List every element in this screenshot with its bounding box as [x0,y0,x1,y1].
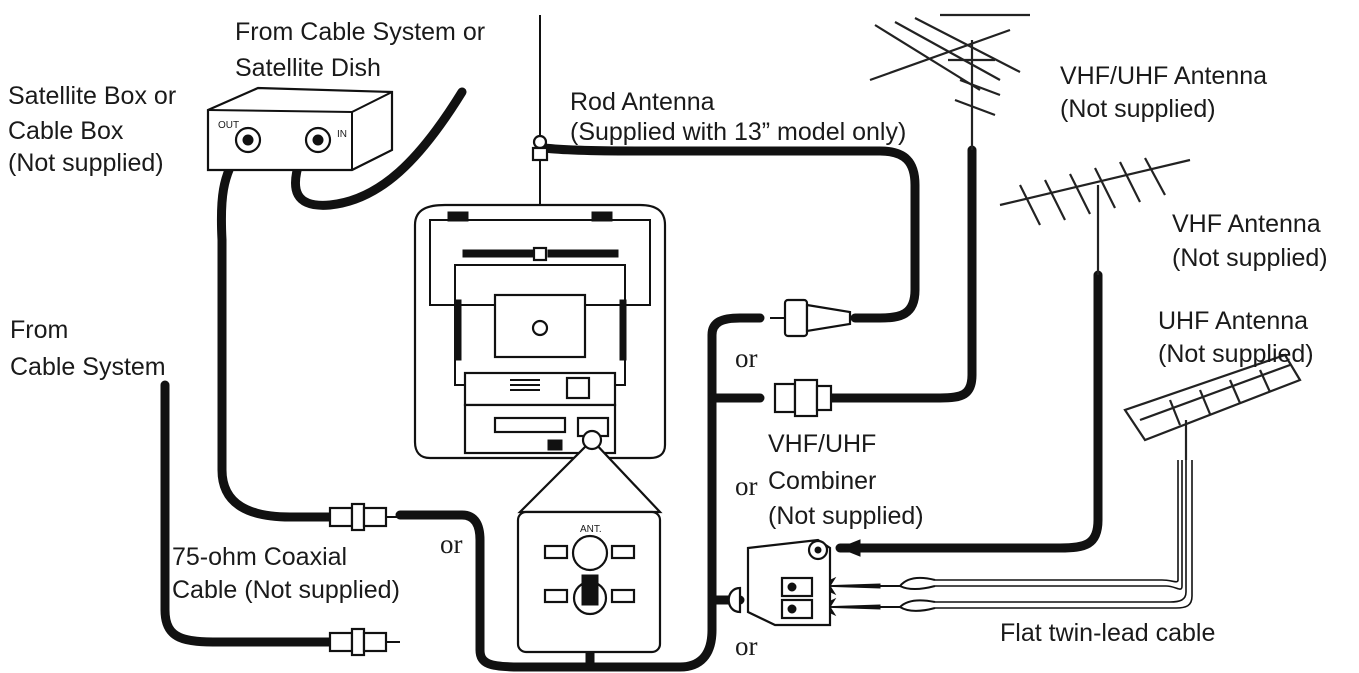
box-in-label: IN [337,129,347,140]
label-vhf-antenna-line1: VHF Antenna [1172,210,1321,238]
box-out-label: OUT [218,120,239,131]
cable-box-out-to-connector [216,145,335,522]
satellite-cable-box: OUT IN [206,86,394,172]
label-from-cable-system-line1: From [10,316,68,344]
label-satellite-box-line2: Cable Box [8,117,124,145]
cable-vhfuhf-antenna [825,145,977,403]
twin-lead-fork-top [880,576,936,590]
uhf-antenna-icon [1123,353,1302,460]
tv-rear-view [413,203,667,460]
rod-antenna-connector [770,298,852,338]
label-from-cable-or-dish-line1: From Cable System or [235,18,485,46]
arrow-vhf-to-combiner [839,539,861,557]
vhf-uhf-antenna-icon [869,13,1030,150]
label-twin-lead-cable: Flat twin-lead cable [1000,619,1215,647]
cable-from-cable-system [160,380,335,647]
label-vhf-uhf-antenna-line2: (Not supplied) [1060,95,1216,123]
labels: From Cable System or Satellite Dish Sate… [8,18,1328,661]
label-rod-antenna-line1: Rod Antenna [570,88,715,116]
label-satellite-box-line3: (Not supplied) [8,149,164,177]
label-from-cable-system-line2: Cable System [10,353,166,381]
tv-antenna-port [532,246,548,262]
label-combiner-line3: (Not supplied) [768,502,924,530]
label-combiner-line1: VHF/UHF [768,430,876,458]
vhf-uhf-combiner [727,538,832,627]
label-vhf-antenna-line2: (Not supplied) [1172,244,1328,272]
vhf-antenna-icon [999,157,1191,275]
label-coaxial-cable-line2: Cable (Not supplied) [172,576,400,604]
label-from-cable-or-dish-line2: Satellite Dish [235,54,381,82]
or-label-1: or [735,343,758,373]
cable-rod-antenna [540,143,920,323]
ant-terminal-callout: ANT. [516,429,663,654]
f-type-connector [773,378,833,418]
or-label-2: or [735,471,758,501]
coax-connector-upper [328,502,400,532]
or-label-4: or [735,631,758,661]
label-combiner-line2: Combiner [768,467,876,495]
cable-vhf-antenna [835,270,1103,553]
cable-from-dish [290,87,467,210]
label-satellite-box-line1: Satellite Box or [8,82,176,110]
label-uhf-antenna-line2: (Not supplied) [1158,340,1314,368]
panel-ant-jack [571,534,609,572]
label-vhf-uhf-antenna-line1: VHF/UHF Antenna [1060,62,1267,90]
cable-tv-to-bottom [395,313,765,672]
or-label-3: or [440,529,463,559]
twin-lead-cable [817,460,1193,617]
twin-lead-fork-bottom [880,599,936,612]
label-uhf-antenna-line1: UHF Antenna [1158,307,1308,335]
cables [160,87,1103,672]
label-coaxial-cable-line1: 75-ohm Coaxial [172,543,347,571]
label-rod-antenna-line2: (Supplied with 13” model only) [570,118,906,146]
coax-connector-lower [328,627,400,657]
panel-ant-label: ANT. [580,524,602,535]
